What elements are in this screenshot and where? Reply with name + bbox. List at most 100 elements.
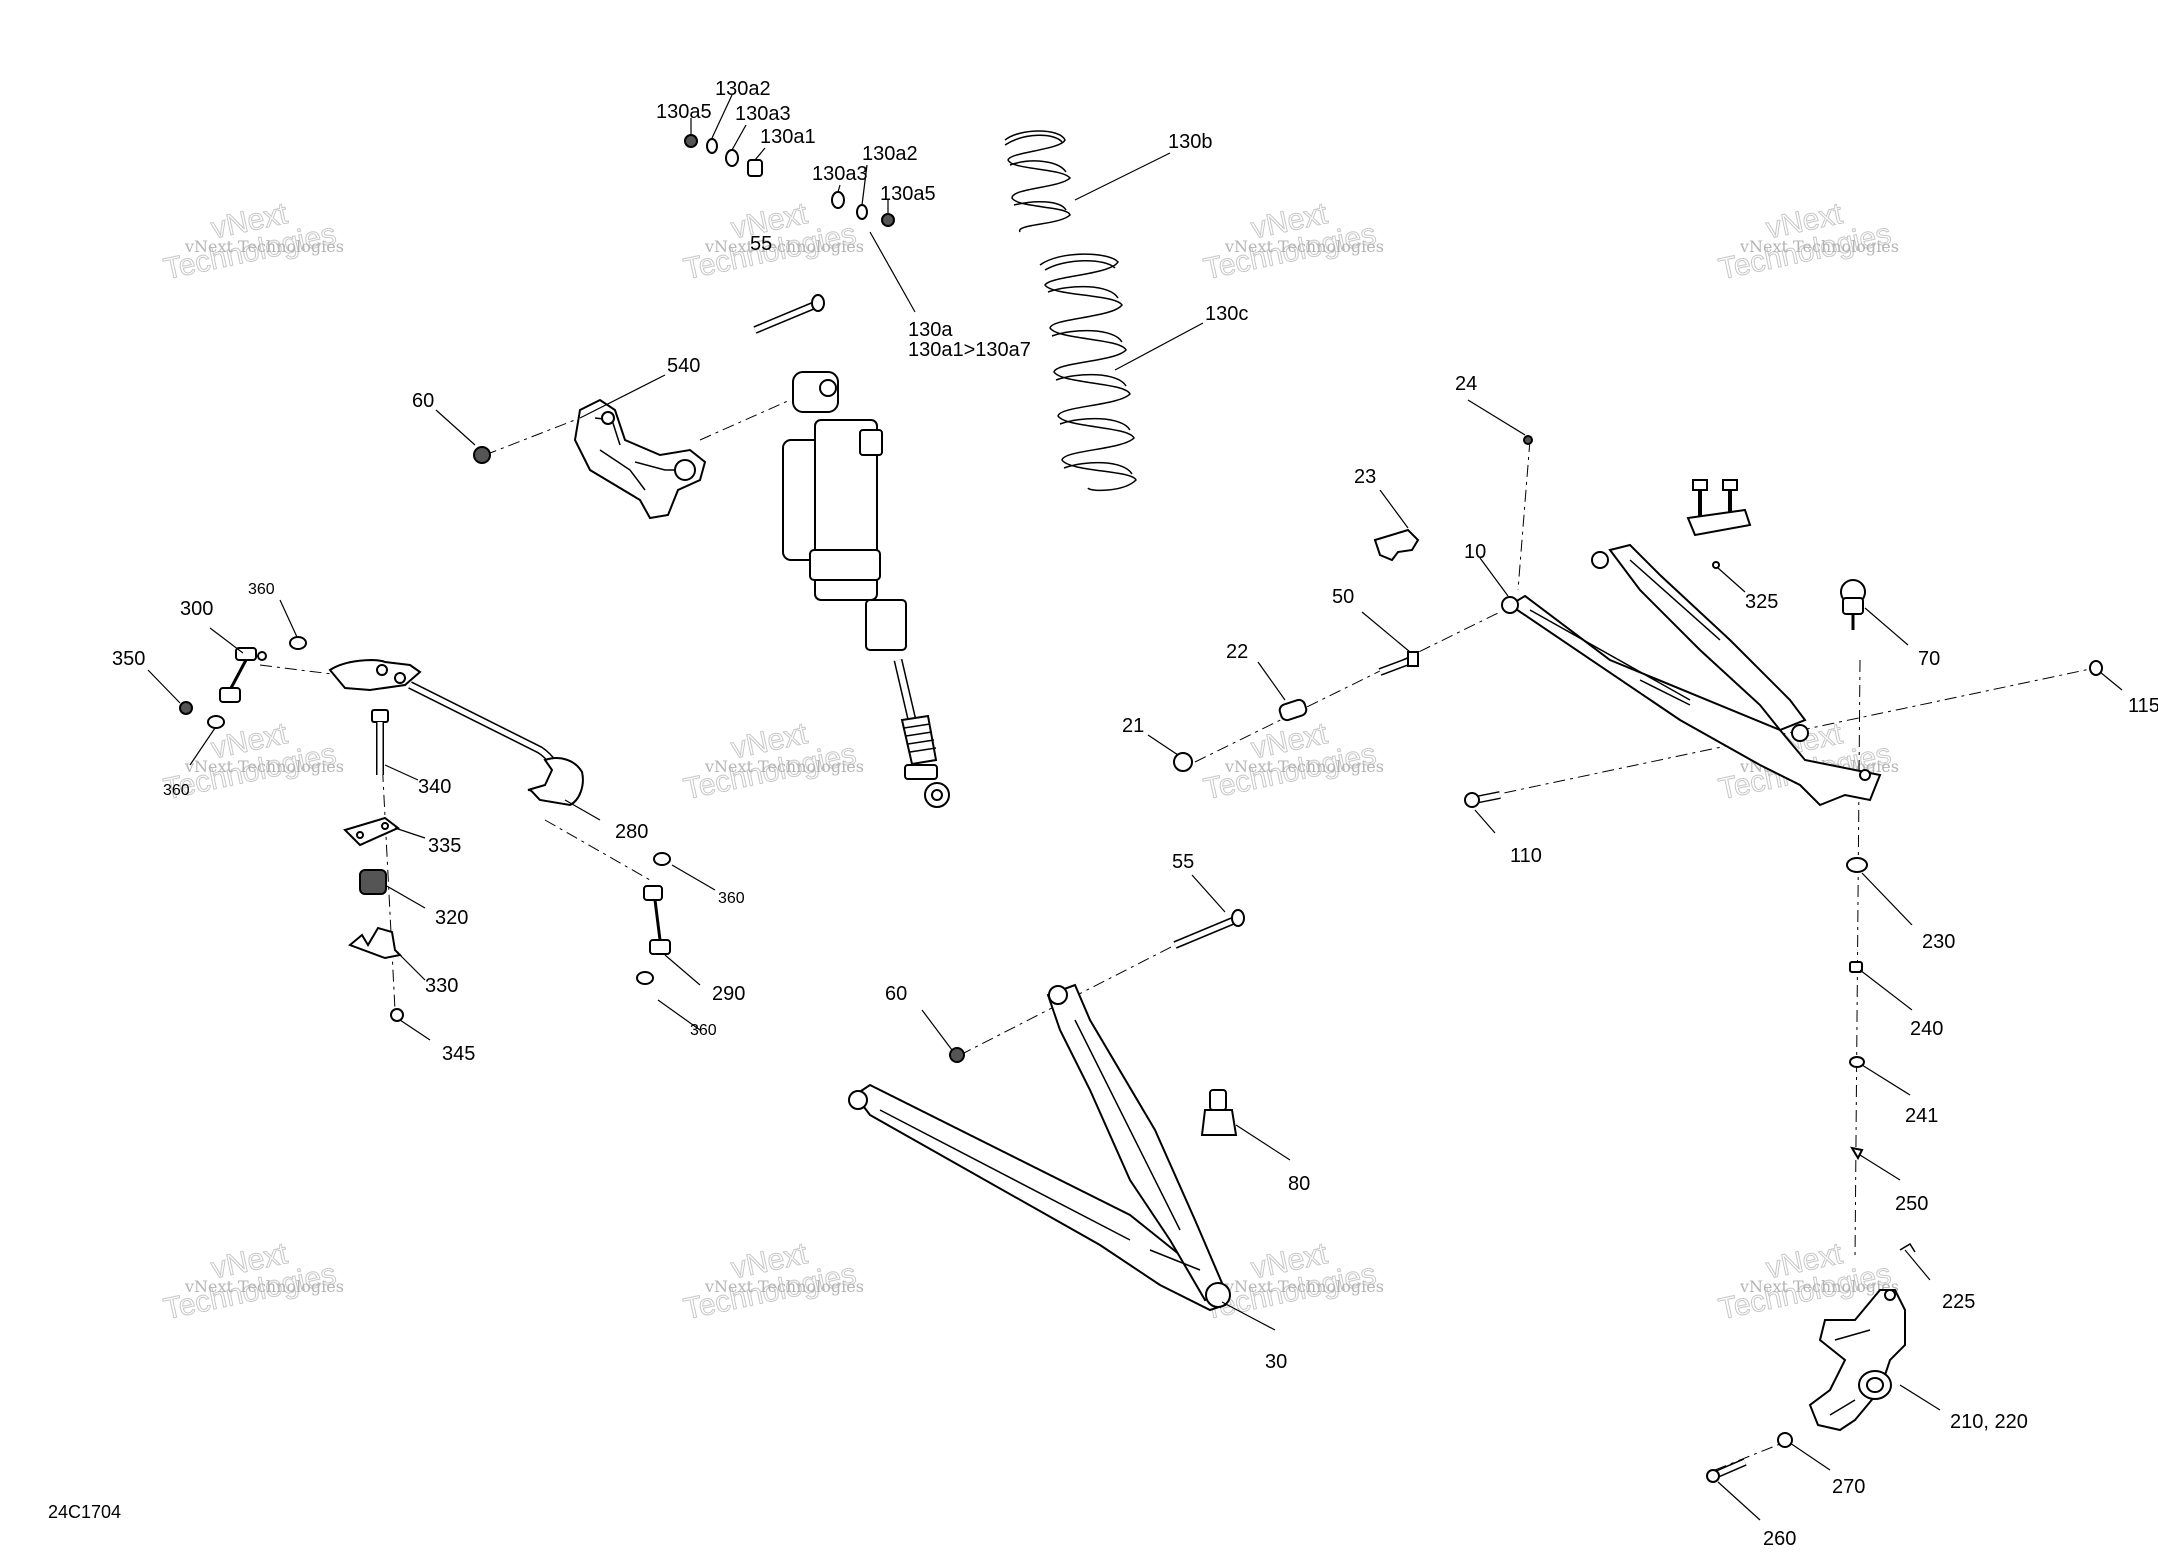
svg-text:vNext Technologies: vNext Technologies xyxy=(704,757,864,776)
bracket-325 xyxy=(1686,479,1752,569)
callout-540: 540 xyxy=(667,355,700,377)
svg-text:vNext Technologies: vNext Technologies xyxy=(1739,237,1899,256)
bushing-130a1 xyxy=(747,159,763,177)
stabilizer-bar-280 xyxy=(328,659,584,807)
callout-labels: 130a5 130a2 130a3 130a1 130a3 130a2 130a… xyxy=(112,78,2158,1550)
washer-130a3 xyxy=(725,149,739,167)
washer-360-b xyxy=(207,715,225,729)
callout-60-top: 60 xyxy=(412,390,434,412)
svg-text:vNext Technologies: vNext Technologies xyxy=(1224,1277,1384,1296)
nut-115 xyxy=(2089,660,2103,676)
callout-70: 70 xyxy=(1918,648,1940,670)
pin-55-top xyxy=(753,294,825,334)
nut-60-top xyxy=(473,446,491,464)
callout-130a2: 130a2 xyxy=(715,78,771,100)
ball-joint-70 xyxy=(1840,579,1866,630)
svg-text:vNext Technologies: vNext Technologies xyxy=(1224,237,1384,256)
nut-130a5 xyxy=(684,134,698,148)
sleeve-22 xyxy=(1278,698,1308,722)
callout-241: 241 xyxy=(1905,1105,1938,1127)
clamp-335 xyxy=(343,816,400,847)
leader-lines xyxy=(147,94,2123,1521)
callout-23: 23 xyxy=(1354,466,1376,488)
knuckle-210-220 xyxy=(1808,1289,1906,1432)
ring-230 xyxy=(1846,857,1868,873)
pin-55-bottom xyxy=(1173,909,1245,949)
callout-22: 22 xyxy=(1226,641,1248,663)
clamp-330 xyxy=(348,926,403,960)
callout-300: 300 xyxy=(180,598,213,620)
callout-21: 21 xyxy=(1122,715,1144,737)
callout-10: 10 xyxy=(1464,541,1486,563)
upper-a-arm-10 xyxy=(1501,543,1882,807)
callout-130c: 130c xyxy=(1205,303,1248,325)
callout-130a5: 130a5 xyxy=(656,101,712,123)
callout-130a1: 130a1 xyxy=(760,126,816,148)
callout-30: 30 xyxy=(1265,1351,1287,1373)
assembly-lines xyxy=(259,399,2096,1471)
callout-225: 225 xyxy=(1942,1291,1975,1313)
spring-130b xyxy=(1004,130,1072,233)
svg-text:vNext Technologies: vNext Technologies xyxy=(184,757,344,776)
spring-130c xyxy=(1039,253,1137,492)
callout-110: 110 xyxy=(1510,845,1542,867)
clip-23 xyxy=(1373,528,1420,562)
callout-340: 340 xyxy=(418,776,451,798)
callout-350: 350 xyxy=(112,648,145,670)
bracket-540 xyxy=(573,398,707,520)
callout-130a-range: 130a1>130a7 xyxy=(908,339,1031,361)
callout-250: 250 xyxy=(1895,1193,1928,1215)
svg-text:vNext Technologies: vNext Technologies xyxy=(1224,757,1384,776)
bolt-110 xyxy=(1464,791,1501,808)
callout-130a3: 130a3 xyxy=(735,103,791,125)
callout-55-top: 55 xyxy=(750,233,772,255)
washer-360-c xyxy=(653,852,671,866)
washer-130a2 xyxy=(706,138,718,154)
shock-absorber-130a xyxy=(782,371,950,808)
callout-50: 50 xyxy=(1332,586,1354,608)
callout-330: 330 xyxy=(425,975,458,997)
callout-55-bottom: 55 xyxy=(1172,851,1194,873)
washer-130a2-b xyxy=(856,204,868,220)
callout-230: 230 xyxy=(1922,931,1955,953)
callout-80: 80 xyxy=(1288,1173,1310,1195)
link-300 xyxy=(219,647,267,703)
callout-360-b: 360 xyxy=(163,782,190,799)
pin-225 xyxy=(1899,1242,1916,1253)
lower-a-arm-30 xyxy=(848,983,1231,1312)
nut-130a5-b xyxy=(881,213,895,227)
callout-270: 270 xyxy=(1832,1476,1865,1498)
callout-130a5-b: 130a5 xyxy=(880,183,936,205)
nut-240 xyxy=(1849,961,1863,973)
ball-joint-80 xyxy=(1200,1089,1238,1136)
callout-115: 115 xyxy=(2128,695,2158,717)
nut-270 xyxy=(1777,1432,1793,1448)
nut-60-bottom xyxy=(949,1047,965,1063)
bolt-260 xyxy=(1706,1458,1747,1483)
callout-130b: 130b xyxy=(1168,131,1213,153)
callout-130a3-b: 130a3 xyxy=(812,163,868,185)
nut-345 xyxy=(390,1008,404,1022)
callout-360-d: 360 xyxy=(690,1022,717,1039)
svg-text:vNext Technologies: vNext Technologies xyxy=(184,1277,344,1296)
callout-280: 280 xyxy=(615,821,648,843)
callout-345: 345 xyxy=(442,1043,475,1065)
pin-250 xyxy=(1849,1146,1864,1161)
diagram-id: 24C1704 xyxy=(48,1502,121,1522)
callout-24: 24 xyxy=(1455,373,1477,395)
washer-241 xyxy=(1849,1056,1865,1068)
callout-130a2-b: 130a2 xyxy=(862,143,918,165)
callout-260: 260 xyxy=(1763,1528,1796,1549)
